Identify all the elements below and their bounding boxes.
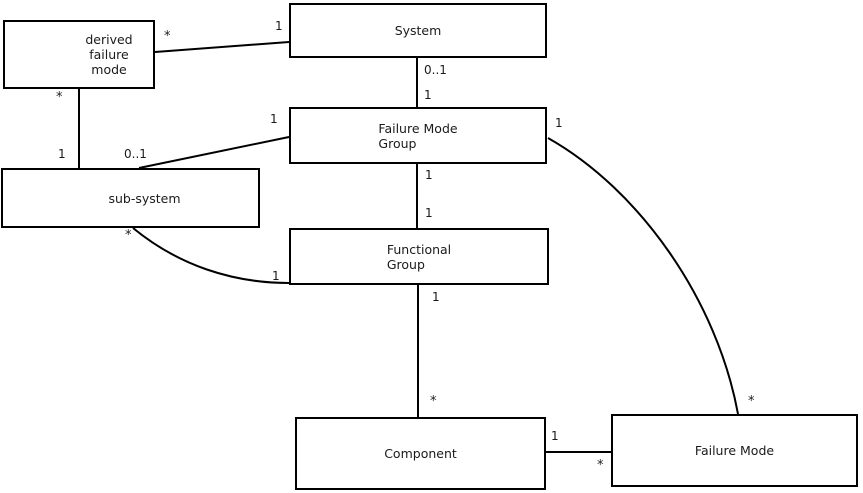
multiplicity-failure-mode-component-star: * bbox=[597, 458, 604, 473]
class-label-derived-failure-mode: derived failure mode bbox=[85, 32, 133, 77]
link-failure-mode-group-to-failure-mode bbox=[547, 137, 739, 415]
multiplicity-sub-system-derived-failure-mode-one: 1 bbox=[58, 147, 66, 161]
class-box-system[interactable]: System bbox=[289, 3, 547, 58]
class-label-failure-mode-group: Failure Mode Group bbox=[378, 120, 458, 151]
class-box-functional-group[interactable]: Functional Group bbox=[289, 228, 549, 285]
link-derived-failure-mode-to-system bbox=[154, 41, 290, 53]
class-label-system: System bbox=[394, 23, 442, 38]
multiplicity-functional-group-component-one: 1 bbox=[432, 290, 440, 304]
class-box-derived-failure-mode[interactable]: derived failure mode bbox=[3, 20, 155, 89]
class-label-component: Component bbox=[384, 446, 457, 461]
multiplicity-system-derived-failure-mode-one: 1 bbox=[275, 19, 283, 33]
multiplicity-failure-mode-group-failure-mode-one: 1 bbox=[555, 116, 563, 130]
multiplicity-sub-system-failure-mode-group-zeroone: 0..1 bbox=[124, 147, 147, 161]
multiplicity-sub-system-functional-group-star: * bbox=[125, 228, 132, 243]
multiplicity-failure-mode-failure-mode-group-star: * bbox=[748, 394, 755, 409]
link-sub-system-to-failure-mode-group bbox=[138, 136, 290, 169]
class-label-sub-system: sub-system bbox=[108, 190, 181, 206]
multiplicity-functional-group-sub-system-one: 1 bbox=[272, 269, 280, 283]
multiplicity-failure-mode-group-system-one: 1 bbox=[424, 88, 432, 102]
multiplicity-component-functional-group-star: * bbox=[430, 394, 437, 409]
link-sub-system-to-functional-group bbox=[132, 227, 290, 284]
multiplicity-system-failure-mode-group-zeroone: 0..1 bbox=[424, 63, 447, 77]
class-box-sub-system[interactable]: sub-system bbox=[1, 168, 260, 228]
class-box-failure-mode-group[interactable]: Failure Mode Group bbox=[289, 107, 547, 164]
class-label-failure-mode: Failure Mode bbox=[694, 443, 775, 458]
multiplicity-failure-mode-group-sub-system-one: 1 bbox=[270, 112, 278, 126]
multiplicity-derived-failure-mode-sub-system-star: * bbox=[56, 90, 63, 105]
multiplicity-derived-failure-mode-system-star: * bbox=[164, 29, 171, 44]
class-box-failure-mode[interactable]: Failure Mode bbox=[611, 414, 858, 487]
multiplicity-failure-mode-group-functional-group-one: 1 bbox=[425, 168, 433, 182]
class-label-functional-group: Functional Group bbox=[386, 241, 452, 272]
class-box-component[interactable]: Component bbox=[295, 417, 546, 490]
multiplicity-functional-group-failure-mode-group-one: 1 bbox=[425, 206, 433, 220]
multiplicity-component-failure-mode-one: 1 bbox=[551, 429, 559, 443]
